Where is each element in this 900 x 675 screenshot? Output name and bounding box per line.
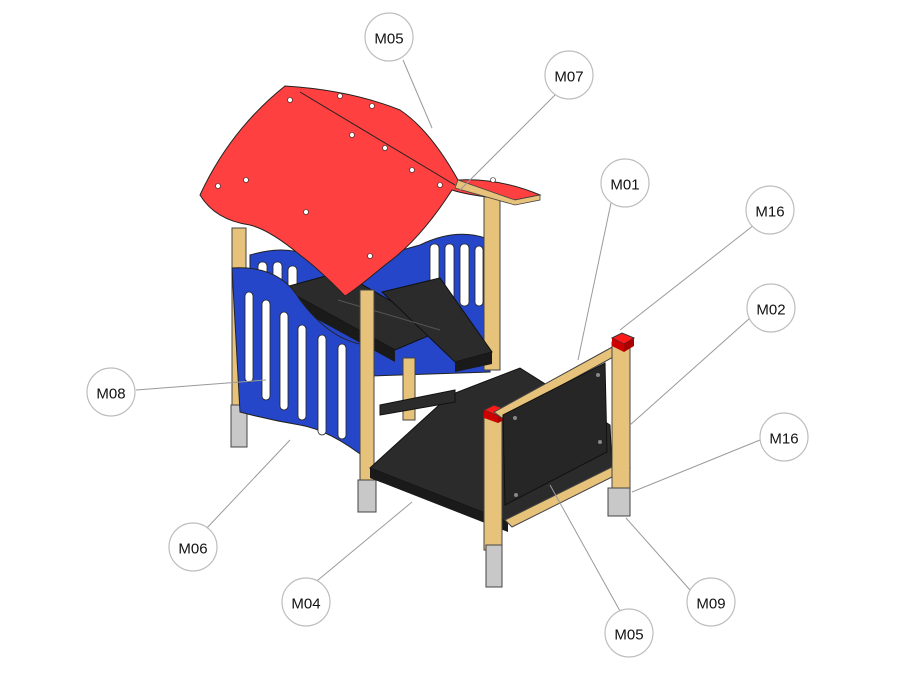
callout-m05-bottom: M05 xyxy=(604,608,654,658)
callout-label: M06 xyxy=(178,541,207,558)
callout-m16-bottom: M16 xyxy=(759,412,809,462)
callout-m01: M01 xyxy=(600,158,650,208)
callout-m04: M04 xyxy=(281,577,331,627)
front-left-blue-panel xyxy=(231,267,369,462)
callout-m08: M08 xyxy=(86,367,136,417)
callout-label: M07 xyxy=(554,69,583,86)
callout-label: M16 xyxy=(769,431,798,448)
roof xyxy=(199,85,542,297)
callout-label: M09 xyxy=(696,596,725,613)
leader-lines xyxy=(135,59,761,621)
callout-m02: M02 xyxy=(746,283,796,333)
callout-m09: M09 xyxy=(686,577,736,627)
callout-label: M08 xyxy=(96,386,125,403)
callout-label: M16 xyxy=(755,204,784,221)
callout-label: M05 xyxy=(614,627,643,644)
callout-label: M05 xyxy=(374,31,403,48)
black-board xyxy=(502,362,608,506)
front-left-post xyxy=(357,289,377,513)
callout-m07: M07 xyxy=(544,50,594,100)
callout-label: M01 xyxy=(610,177,639,194)
callout-m16-top: M16 xyxy=(745,185,795,235)
callout-m05-top: M05 xyxy=(364,12,414,62)
callout-m06: M06 xyxy=(168,522,218,572)
right-tall-post xyxy=(607,332,636,517)
callout-label: M04 xyxy=(291,596,320,613)
callout-label: M02 xyxy=(756,302,785,319)
